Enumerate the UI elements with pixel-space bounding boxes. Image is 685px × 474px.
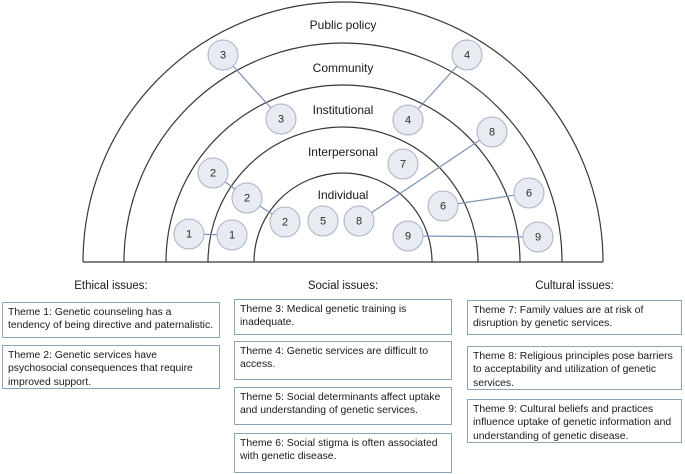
node-number-theme1-a: 1: [186, 229, 192, 241]
node-number-theme3-a: 3: [220, 50, 226, 62]
theme-box-9: Theme 9: Cultural beliefs and practices …: [467, 399, 682, 443]
node-circle-theme4-a: [451, 39, 483, 71]
node-circle-theme3-a: [207, 39, 239, 71]
ring-arc-3: [207, 126, 479, 263]
theme-box-7: Theme 7: Family values are at risk of di…: [467, 300, 682, 335]
theme-box-2: Theme 2: Genetic services have psychosoc…: [2, 345, 220, 389]
column-header-ethical-issues: Ethical issues:: [74, 280, 148, 292]
node-number-theme8-b: 8: [489, 127, 495, 139]
theme-box-5: Theme 5: Social determinants affect upta…: [234, 387, 452, 425]
node-circle-theme9-b: [522, 221, 554, 253]
node-number-theme2-c: 2: [282, 217, 288, 229]
node-number-theme6-a: 6: [440, 201, 446, 213]
node-number-theme4-a: 4: [464, 50, 470, 62]
theme-box-4: Theme 4: Genetic services are difficult …: [234, 341, 452, 380]
node-circle-theme5-a: [307, 205, 339, 237]
node-circle-theme9-a: [392, 220, 424, 252]
node-circle-theme7-a: [387, 148, 419, 180]
ring-label-public-policy: Public policy: [310, 18, 377, 32]
node-circle-theme8-b: [476, 116, 508, 148]
ring-label-interpersonal: Interpersonal: [308, 145, 378, 159]
theme-box-8: Theme 8: Religious principles pose barri…: [467, 346, 682, 390]
theme-box-3: Theme 3: Medical genetic training is ina…: [234, 299, 452, 335]
node-circle-theme1-a: [173, 218, 205, 250]
column-header-cultural-issues: Cultural issues:: [535, 280, 614, 292]
node-number-theme3-b: 3: [278, 114, 284, 126]
node-circle-theme6-b: [513, 177, 545, 209]
theme-box-6: Theme 6: Social stigma is often associat…: [234, 433, 452, 473]
node-number-theme7-a: 7: [400, 159, 406, 171]
link-theme9-a-theme9-b: [407, 235, 539, 238]
ring-arc-1: [123, 42, 563, 263]
node-number-theme6-b: 6: [526, 188, 532, 200]
node-circle-theme8-a: [343, 205, 375, 237]
ring-arc-4: [253, 172, 433, 263]
rings-diagram: Public policyCommunityInstitutionalInter…: [82, 1, 604, 263]
node-number-theme1-b: 1: [229, 230, 235, 242]
node-circle-theme2-b: [231, 182, 263, 214]
node-circle-theme3-b: [265, 103, 297, 135]
node-number-theme9-a: 9: [405, 231, 411, 243]
node-circle-theme4-b: [392, 104, 424, 136]
node-circle-theme2-a: [197, 157, 229, 189]
theme-box-1: Theme 1: Genetic counseling has a tenden…: [2, 302, 220, 338]
ring-label-community: Community: [313, 61, 374, 75]
ring-arc-0: [82, 1, 604, 263]
link-theme8-a-theme8-b: [358, 131, 493, 222]
ring-label-institutional: Institutional: [313, 103, 374, 117]
node-number-theme4-b: 4: [405, 115, 411, 127]
ring-label-individual: Individual: [318, 188, 369, 202]
ring-arc-2: [165, 84, 521, 263]
node-circle-theme2-c: [269, 206, 301, 238]
node-number-theme9-b: 9: [535, 232, 541, 244]
node-number-theme8-a: 8: [356, 216, 362, 228]
column-header-social-issues: Social issues:: [307, 280, 379, 292]
node-number-theme5-a: 5: [320, 216, 326, 228]
node-circle-theme6-a: [427, 190, 459, 222]
node-number-theme2-a: 2: [210, 168, 216, 180]
node-number-theme2-b: 2: [244, 193, 250, 205]
node-circle-theme1-b: [216, 219, 248, 251]
